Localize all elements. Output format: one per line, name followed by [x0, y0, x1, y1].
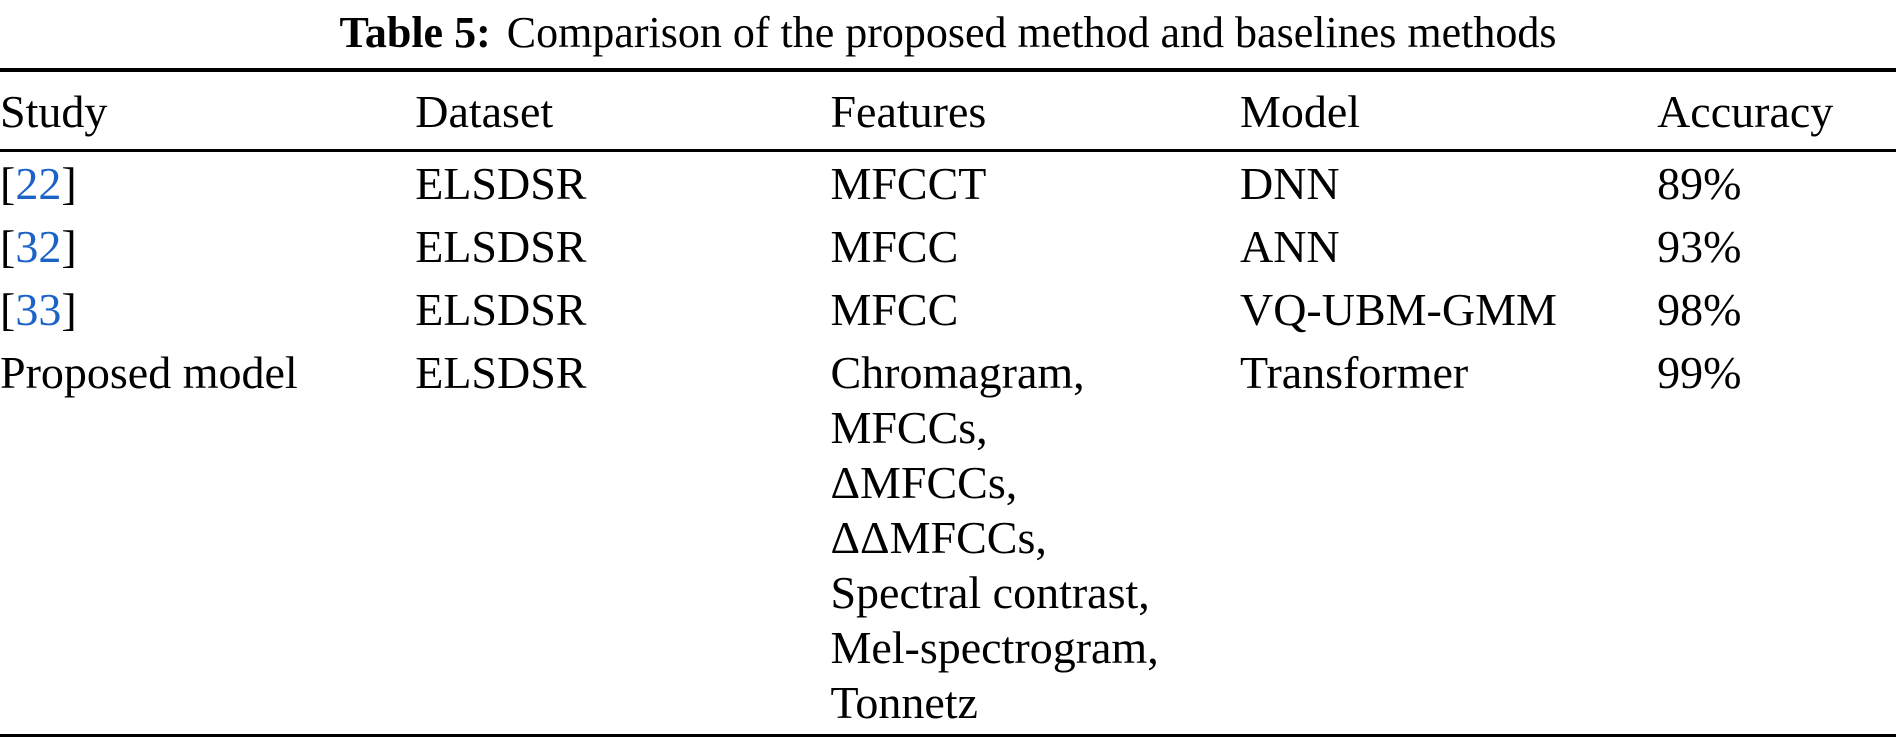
- citation-bracket-open: [: [0, 221, 16, 272]
- cell-dataset: ELSDSR: [415, 158, 587, 209]
- table-header-row: Study Dataset Features Model Accuracy: [0, 70, 1896, 152]
- citation-link[interactable]: [22]: [0, 158, 77, 209]
- cell-model: VQ-UBM-GMM: [1239, 284, 1557, 335]
- cell-features: MFCCT: [830, 158, 987, 209]
- study-label: Proposed model: [0, 347, 298, 398]
- table-caption: Table 5: Comparison of the proposed metho…: [0, 0, 1896, 68]
- column-header-dataset: Dataset: [415, 70, 831, 152]
- cell-study: Proposed model: [0, 341, 415, 737]
- citation-number: 22: [15, 158, 62, 209]
- column-header-study: Study: [0, 70, 416, 152]
- cell-features: MFCC: [830, 221, 959, 272]
- cell-study: [33]: [0, 278, 415, 341]
- citation-link[interactable]: [32]: [0, 221, 77, 272]
- citation-bracket-close: ]: [61, 158, 77, 209]
- table-row: [22] ELSDSR MFCCT DNN 89%: [0, 151, 1896, 216]
- column-header-model: Model: [1239, 70, 1658, 152]
- cell-dataset: ELSDSR: [415, 284, 587, 335]
- cell-study: [22]: [0, 151, 415, 216]
- column-header-features: Features: [830, 70, 1240, 152]
- cell-accuracy: 98%: [1657, 284, 1742, 335]
- citation-number: 33: [15, 284, 62, 335]
- column-header-accuracy: Accuracy: [1657, 70, 1896, 152]
- cell-dataset: ELSDSR: [415, 347, 587, 398]
- cell-features: MFCC: [830, 284, 959, 335]
- citation-bracket-close: ]: [61, 221, 77, 272]
- table-caption-text: Comparison of the proposed method and ba…: [506, 8, 1557, 57]
- table-row: Proposed model ELSDSR Chromagram, MFCCs,…: [0, 341, 1896, 737]
- cell-accuracy: 93%: [1657, 221, 1742, 272]
- cell-model: DNN: [1239, 158, 1340, 209]
- cell-study: [32]: [0, 215, 415, 278]
- cell-model: ANN: [1239, 221, 1340, 272]
- table-row: [33] ELSDSR MFCC VQ-UBM-GMM 98%: [0, 278, 1896, 341]
- cell-accuracy: 89%: [1657, 158, 1742, 209]
- cell-model: Transformer: [1239, 347, 1469, 398]
- citation-link[interactable]: [33]: [0, 284, 77, 335]
- cell-accuracy: 99%: [1657, 347, 1742, 398]
- table-row: [32] ELSDSR MFCC ANN 93%: [0, 215, 1896, 278]
- citation-bracket-open: [: [0, 284, 16, 335]
- citation-bracket-open: [: [0, 158, 16, 209]
- cell-features: Chromagram, MFCCs, ΔMFCCs, ΔΔMFCCs, Spec…: [830, 347, 1159, 728]
- citation-bracket-close: ]: [61, 284, 77, 335]
- cell-dataset: ELSDSR: [415, 221, 587, 272]
- citation-number: 32: [15, 221, 62, 272]
- table-caption-label: Table 5:: [339, 8, 491, 57]
- comparison-table: Study Dataset Features Model Accuracy [2…: [0, 68, 1896, 737]
